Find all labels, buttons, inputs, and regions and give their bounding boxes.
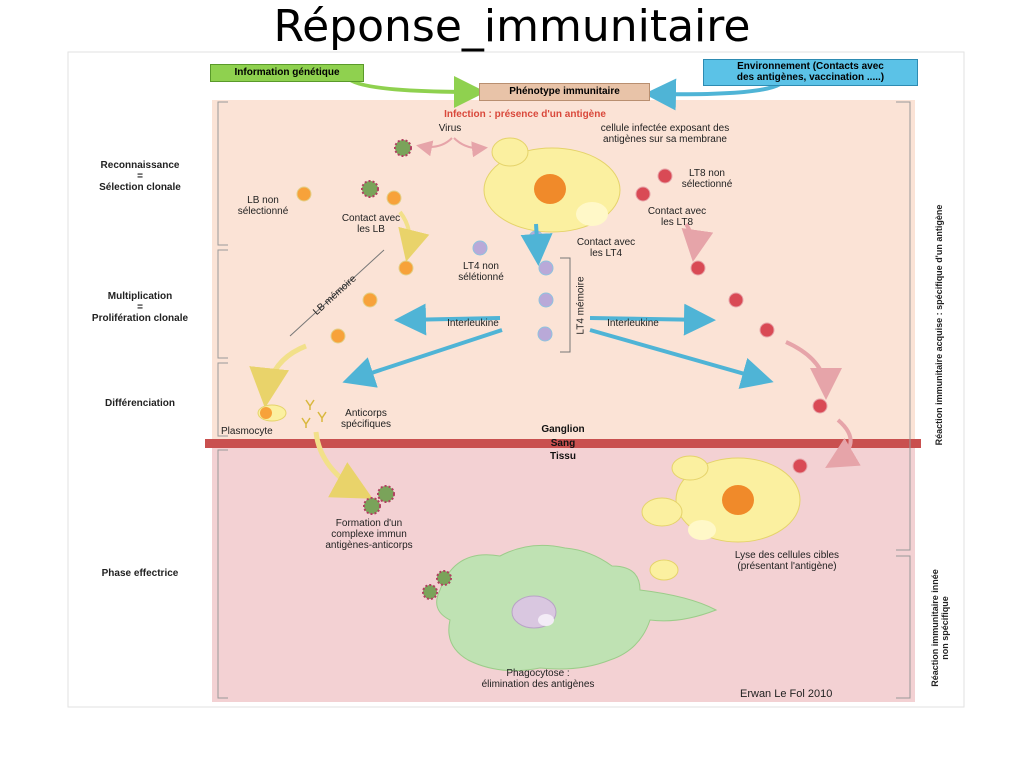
interleukine-arrow-right-lower bbox=[589, 328, 774, 389]
lt8-cells bbox=[635, 168, 828, 474]
infected-cell-label: cellule infectée exposant des antigènes … bbox=[600, 123, 730, 145]
lb-not-selected-label: LB non sélectionné bbox=[237, 195, 289, 217]
lt4-activation-arrow bbox=[520, 223, 553, 266]
bracket-effector bbox=[217, 449, 228, 699]
stage-recognition: Reconnaissance = Sélection clonale bbox=[99, 160, 181, 193]
lb-memory-line bbox=[289, 249, 385, 337]
antibodies-label: Anticorps spécifiques bbox=[340, 408, 392, 430]
stage-differentiation: Différenciation bbox=[104, 398, 175, 409]
plasmocyte-label: Plasmocyte bbox=[221, 426, 273, 437]
interleukine-arrow-left bbox=[394, 303, 501, 336]
stage-multiplication: Multiplication = Prolifération clonale bbox=[91, 291, 189, 324]
tissu-label: Tissu bbox=[550, 451, 576, 462]
lt4-memory-label: LT4 mémoire bbox=[575, 276, 587, 335]
antibodies bbox=[301, 399, 327, 428]
contact-lt8-label: Contact avec les LT8 bbox=[647, 206, 707, 228]
interleukine-left-label: Interleukine bbox=[447, 318, 499, 329]
contact-lt4-label: Contact avec les LT4 bbox=[576, 237, 636, 259]
sang-label: Sang bbox=[550, 438, 576, 449]
ganglion-label: Ganglion bbox=[541, 424, 585, 435]
virus-arrow-left bbox=[416, 137, 453, 157]
slide-title: Réponse_immunitaire bbox=[273, 1, 751, 52]
lt8-differentiation-arrow bbox=[785, 340, 842, 400]
virus-lb-contact bbox=[361, 180, 379, 198]
target-cell bbox=[641, 455, 801, 581]
lt8-to-tissue-arrow bbox=[825, 418, 861, 469]
lt4-memory-bracket bbox=[560, 257, 571, 353]
lb-cells bbox=[296, 186, 414, 344]
bracket-innate bbox=[896, 555, 911, 699]
immune-complex bbox=[363, 485, 395, 515]
macrophage bbox=[422, 544, 718, 672]
plasmocyte bbox=[257, 404, 287, 422]
virus-top bbox=[394, 139, 412, 157]
bracket-differentiation bbox=[217, 362, 228, 437]
virus-label: Virus bbox=[438, 123, 462, 134]
interleukine-arrow-right bbox=[589, 303, 716, 336]
antibody-arrow bbox=[313, 431, 373, 499]
infection-label: Infection : présence d'un antigène bbox=[444, 109, 606, 120]
phagocytosis-label: Phagocytose : élimination des antigènes bbox=[481, 668, 595, 690]
contact-lb-label: Contact avec les LB bbox=[341, 213, 401, 235]
bracket-acquired bbox=[896, 101, 911, 551]
environment-arrow bbox=[644, 78, 782, 111]
lt8-not-selected-label: LT8 non sélectionné bbox=[681, 168, 733, 190]
lb-differentiation-arrow bbox=[249, 343, 307, 408]
genetic-info-box: Information génétique bbox=[210, 64, 364, 82]
innate-side-label: Réaction immunitaire innée non spécifiqu… bbox=[930, 569, 950, 687]
lb-activation-arrow bbox=[398, 210, 430, 262]
interleukine-arrow-left-lower bbox=[342, 328, 503, 388]
bracket-multiplication bbox=[217, 249, 228, 359]
lt8-activation-arrow bbox=[681, 222, 714, 262]
virus-arrow-right bbox=[453, 137, 488, 158]
lysis-label: Lyse des cellules cibles (présentant l'a… bbox=[734, 550, 840, 572]
interleukine-right-label: Interleukine bbox=[607, 318, 659, 329]
lt4-not-selected-label: LT4 non sélétionné bbox=[458, 261, 504, 283]
environment-box: Environnement (Contacts avec des antigèn… bbox=[703, 59, 918, 86]
blood-band bbox=[205, 439, 921, 448]
immune-complex-label: Formation d'un complexe immun antigènes-… bbox=[325, 518, 413, 551]
acquired-side-label: Réaction immunitaire acquise : spécifiqu… bbox=[934, 204, 944, 446]
phenotype-box: Phénotype immunitaire bbox=[479, 83, 650, 101]
stage-effector: Phase effectrice bbox=[101, 568, 179, 579]
bracket-recognition bbox=[217, 101, 228, 246]
credit: Erwan Le Fol 2010 bbox=[740, 688, 833, 700]
infected-cell bbox=[483, 137, 621, 233]
